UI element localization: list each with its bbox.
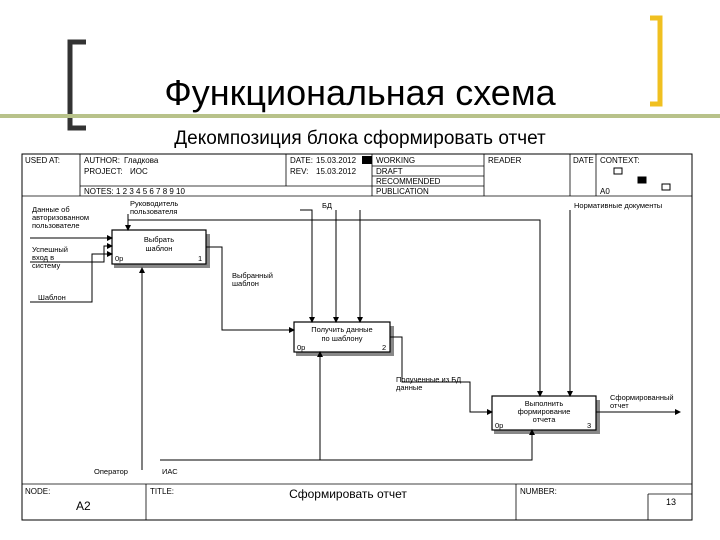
status-draft: DRAFT — [376, 167, 403, 176]
box-3-index: 3 — [587, 421, 591, 430]
status-recommended: RECOMMENDED — [376, 177, 441, 186]
arrow-label-received-1: Полученные из БД — [396, 375, 461, 384]
arrow-label-manager-1: Руководитель — [130, 199, 178, 208]
reader-label: READER — [488, 156, 522, 165]
footer-node-label: NODE: — [25, 487, 50, 496]
footer-grid — [22, 483, 692, 520]
arrow-label-report-2: отчет — [610, 401, 629, 410]
date2-label: DATE — [573, 156, 594, 165]
arrow-label-report-1: Сформированный — [610, 393, 674, 402]
status-publication: PUBLICATION — [376, 187, 429, 196]
context-thumbnail — [613, 167, 671, 191]
box-1-label-1: Выбрать — [144, 235, 174, 244]
arrow-label-user-data-3: пользователе — [32, 221, 80, 230]
status-working: WORKING — [376, 156, 415, 165]
arrow-label-norms: Нормативные документы — [574, 201, 662, 210]
box-3-label-1: Выполнить — [525, 399, 564, 408]
context-node: A0 — [600, 187, 610, 196]
working-status-marker — [362, 156, 372, 164]
footer-number-label: NUMBER: — [520, 487, 557, 496]
box-build-report: Выполнить формирование отчета 0р 3 — [491, 395, 600, 434]
context-label: CONTEXT: — [600, 156, 640, 165]
slide-title: Функциональная схема — [164, 72, 556, 113]
arrow-label-login-2: вход в — [32, 253, 54, 262]
box-1-label-2: шаблон — [146, 244, 173, 253]
title-underline — [0, 114, 720, 118]
slide-subtitle: Декомпозиция блока сформировать отчет — [174, 128, 546, 149]
footer-title-label: TITLE: — [150, 487, 174, 496]
footer-node-value: A2 — [76, 499, 91, 513]
footer-page-number: 13 — [666, 497, 676, 507]
box-2-label-1: Получить данные — [311, 325, 372, 334]
box-2-num: 0р — [297, 343, 305, 352]
project-value: ИОС — [130, 167, 148, 176]
date-value: 15.03.2012 — [316, 156, 357, 165]
box-get-data: Получить данные по шаблону 0р 2 — [293, 321, 394, 356]
arrow-label-login-1: Успешный — [32, 245, 68, 254]
arrow-label-chosen-2: шаблон — [232, 279, 259, 288]
arrow-label-db: БД — [322, 201, 332, 210]
arrow-label-ias: ИАС — [162, 467, 178, 476]
box-2-index: 2 — [382, 343, 386, 352]
arrow-label-template: Шаблон — [38, 293, 66, 302]
arrow-label-login-3: систему — [32, 261, 60, 270]
arrow-label-user-data-1: Данные об — [32, 205, 70, 214]
footer-title-value: Сформировать отчет — [289, 487, 407, 501]
box-3-label-3: отчета — [533, 415, 557, 424]
author-label: AUTHOR: — [84, 156, 120, 165]
box-select-template: Выбрать шаблон 0р 1 — [111, 229, 210, 268]
box-2-label-2: по шаблону — [322, 334, 363, 343]
used-at-label: USED AT: — [25, 156, 60, 165]
box-3-num: 0р — [495, 421, 503, 430]
arrow-label-user-data-2: авторизованном — [32, 213, 89, 222]
box-1-num: 0р — [115, 254, 123, 263]
notes-line: NOTES: 1 2 3 4 5 6 7 8 9 10 — [84, 187, 186, 196]
rev-label: REV: — [290, 167, 308, 176]
arrow-label-manager-2: пользователя — [130, 207, 178, 216]
box-1-index: 1 — [198, 254, 202, 263]
rev-value: 15.03.2012 — [316, 167, 357, 176]
arrow-label-chosen-1: Выбранный — [232, 271, 273, 280]
header-grid — [22, 154, 692, 197]
arrow-lines — [30, 209, 681, 470]
box-3-label-2: формирование — [518, 407, 571, 416]
date-label: DATE: — [290, 156, 313, 165]
arrow-label-operator: Оператор — [94, 467, 128, 476]
author-value: Гладкова — [124, 156, 159, 165]
project-label: PROJECT: — [84, 167, 123, 176]
arrow-label-received-2: данные — [396, 383, 422, 392]
